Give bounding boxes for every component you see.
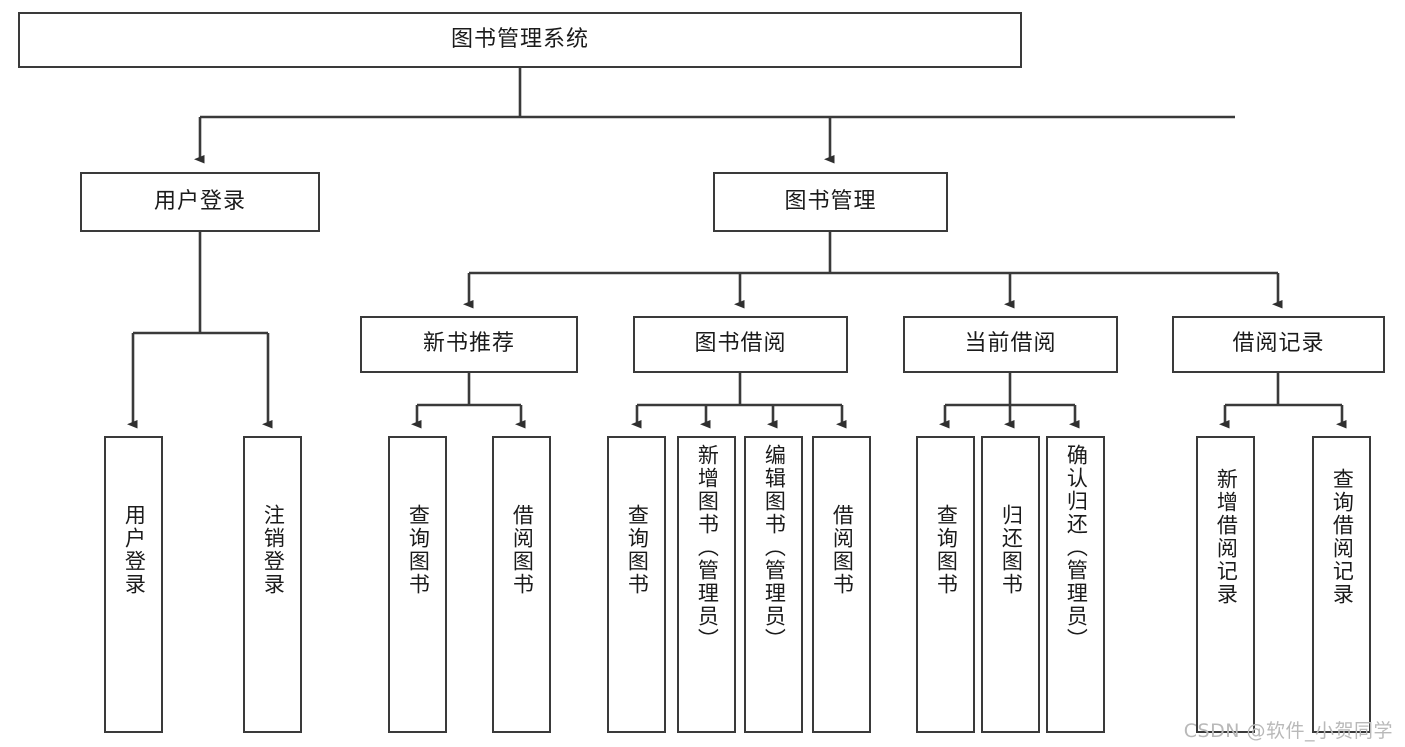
node-label: 编辑图书（管理员） (762, 444, 787, 651)
node-label: 注销登录 (261, 504, 286, 596)
node-label: 用户登录 (122, 504, 147, 596)
node-label: 当前借阅 (964, 331, 1057, 357)
node-new-book-recommend[interactable]: 新书推荐 (360, 316, 578, 373)
node-label: 借阅图书 (830, 504, 855, 596)
leaf-confirm-return-admin[interactable]: 确认归还（管理员） (1046, 436, 1105, 733)
node-borrow-record[interactable]: 借阅记录 (1172, 316, 1385, 373)
node-user-login[interactable]: 用户登录 (80, 172, 320, 232)
leaf-query-book-borrow[interactable]: 查询图书 (607, 436, 666, 733)
leaf-add-book-admin[interactable]: 新增图书（管理员） (677, 436, 736, 733)
leaf-borrow-book-borrow[interactable]: 借阅图书 (812, 436, 871, 733)
node-label: 查询图书 (934, 504, 959, 596)
node-label: 新增图书（管理员） (695, 444, 720, 651)
leaf-user-login[interactable]: 用户登录 (104, 436, 163, 733)
node-label: 图书借阅 (694, 331, 787, 357)
node-label: 新增借阅记录 (1214, 468, 1239, 606)
leaf-edit-book-admin[interactable]: 编辑图书（管理员） (744, 436, 803, 733)
leaf-return-book[interactable]: 归还图书 (981, 436, 1040, 733)
leaf-query-book-recommend[interactable]: 查询图书 (388, 436, 447, 733)
leaf-add-borrow-record[interactable]: 新增借阅记录 (1196, 436, 1255, 733)
node-label: 查询图书 (406, 504, 431, 596)
node-label: 归还图书 (999, 504, 1024, 596)
node-label: 借阅记录 (1232, 331, 1325, 357)
leaf-borrow-book-recommend[interactable]: 借阅图书 (492, 436, 551, 733)
leaf-logout-login[interactable]: 注销登录 (243, 436, 302, 733)
node-label: 查询借阅记录 (1330, 468, 1355, 606)
node-book-borrow[interactable]: 图书借阅 (633, 316, 848, 373)
node-label: 图书管理系统 (450, 26, 589, 52)
node-label: 图书管理 (784, 188, 877, 214)
node-label: 确认归还（管理员） (1064, 444, 1089, 651)
leaf-query-book-current[interactable]: 查询图书 (916, 436, 975, 733)
node-label: 用户登录 (153, 188, 246, 214)
node-label: 查询图书 (625, 504, 650, 596)
node-label: 新书推荐 (422, 331, 515, 357)
node-book-management[interactable]: 图书管理 (713, 172, 948, 232)
node-label: 借阅图书 (510, 504, 535, 596)
node-current-borrow[interactable]: 当前借阅 (903, 316, 1118, 373)
node-root-system[interactable]: 图书管理系统 (18, 12, 1022, 68)
leaf-query-borrow-record[interactable]: 查询借阅记录 (1312, 436, 1371, 733)
